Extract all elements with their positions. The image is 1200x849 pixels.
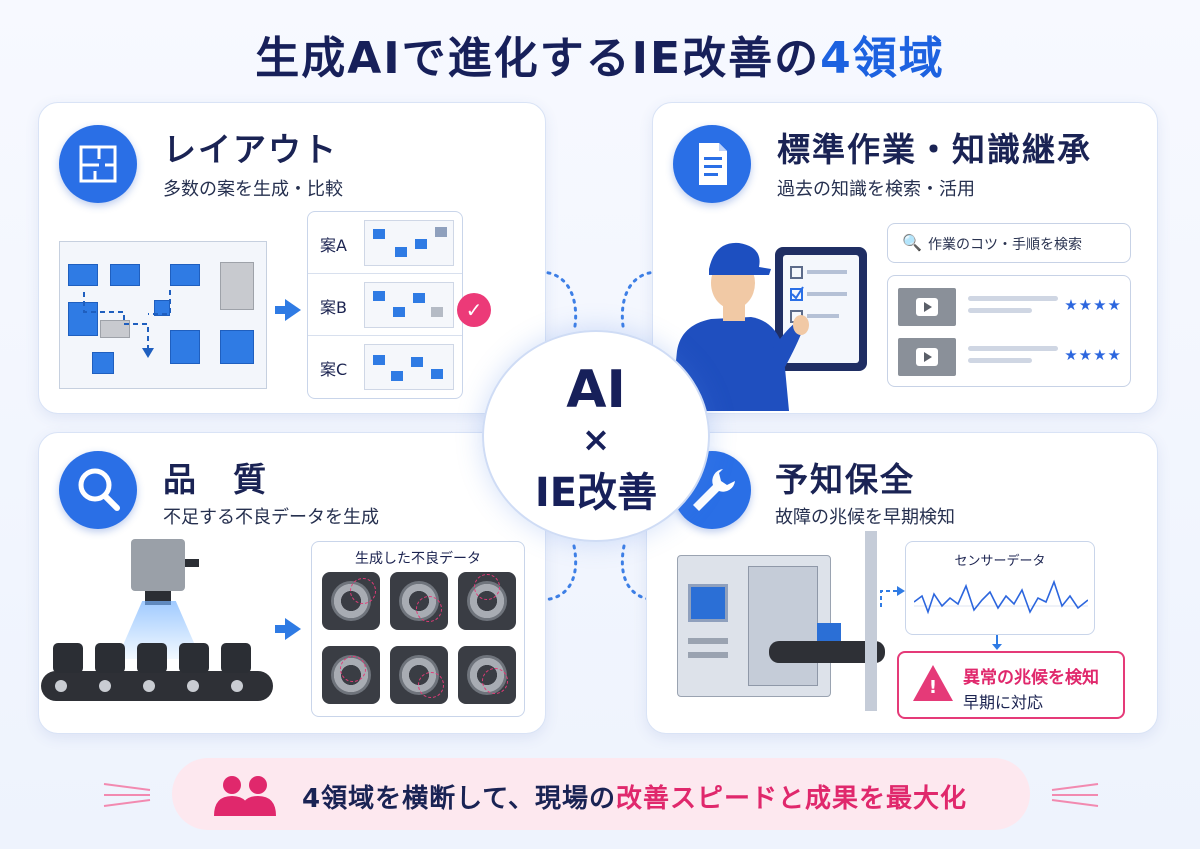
rating-stars: ★★★★ [1064, 346, 1122, 364]
layout-card: レイアウト 多数の案を生成・比較 案A 案B 案C ✓ [38, 102, 546, 414]
quality-subtitle: 不足する不良データを生成 [163, 507, 379, 528]
option-c[interactable]: 案C [308, 336, 462, 398]
option-b-label: 案B [320, 298, 347, 317]
video-item[interactable]: ★★★★ [898, 338, 1122, 376]
document-icon [673, 125, 751, 203]
rating-stars: ★★★★ [1064, 296, 1122, 314]
option-a-label: 案A [320, 236, 347, 255]
search-input[interactable]: 🔍 作業のコツ・手順を検索 [887, 223, 1131, 263]
layout-options: 案A 案B 案C [307, 211, 463, 399]
option-b[interactable]: 案B [308, 274, 462, 336]
right-arrow-icon [285, 299, 301, 321]
anomaly-alert: ! 異常の兆候を検知 早期に対応 [897, 651, 1125, 719]
check-icon: ✓ [457, 293, 491, 327]
warning-mark: ! [928, 677, 938, 698]
sensor-line [914, 579, 1088, 615]
center-times: × [581, 420, 611, 460]
video-item[interactable]: ★★★★ [898, 288, 1122, 326]
floorplan-icon [59, 125, 137, 203]
play-icon [898, 288, 956, 326]
banner-text: 4領域を横断して、現場の改善スピードと成果を最大化 [302, 778, 967, 815]
banner-text-pre: 4領域を横断して、現場の [302, 784, 617, 814]
title-main: 生成AIで進化するIE改善の [255, 33, 821, 84]
conveyor [41, 671, 273, 701]
banner-deco-left [103, 783, 151, 807]
maintenance-subtitle: 故障の兆候を早期検知 [775, 507, 955, 528]
title-accent: 4領域 [820, 33, 945, 84]
right-arrow-icon [285, 618, 301, 640]
summary-banner: 4領域を横断して、現場の改善スピードと成果を最大化 [172, 758, 1030, 830]
quality-card: 品 質 不足する不良データを生成 生成した不良データ [38, 432, 546, 734]
people-icon [214, 776, 276, 816]
banner-deco-right [1051, 783, 1099, 807]
option-a[interactable]: 案A [308, 212, 462, 274]
center-ie: IE改善 [534, 470, 658, 516]
search-placeholder: 作業のコツ・手順を検索 [928, 237, 1082, 253]
knowledge-title: 標準作業・知識継承 [777, 130, 1092, 169]
knowledge-subtitle: 過去の知識を検索・活用 [777, 179, 975, 200]
search-icon: 🔍 [902, 233, 922, 252]
option-c-label: 案C [320, 360, 348, 379]
worker-tablet-illustration [671, 242, 867, 411]
play-icon [898, 338, 956, 376]
center-hub: AI × IE改善 [482, 330, 710, 542]
maintenance-card: 予知保全 故障の兆候を早期検知 センサーデータ ! 異常の兆候を検知 早期に対応 [646, 432, 1158, 734]
defect-panel-title: 生成した不良データ [355, 551, 481, 567]
knowledge-card: 標準作業・知識継承 過去の知識を検索・活用 🔍 作業のコツ・手順を検索 ★★★★ … [652, 102, 1158, 414]
sensor-chart: センサーデータ [905, 541, 1095, 635]
page-title: 生成AIで進化するIE改善の4領域 [0, 22, 1200, 86]
center-ai: AI [566, 360, 626, 420]
magnifier-icon [59, 451, 137, 529]
alert-line1: 異常の兆候を検知 [963, 668, 1099, 688]
maintenance-title: 予知保全 [775, 460, 915, 499]
machine-illustration [677, 555, 831, 697]
alert-line2: 早期に対応 [963, 693, 1044, 712]
layout-title: レイアウト [163, 130, 338, 169]
banner-text-highlight: 改善スピードと成果を最大化 [616, 784, 968, 814]
camera-icon [131, 539, 185, 591]
floor-plan [59, 241, 267, 389]
sensor-title: センサーデータ [954, 554, 1046, 569]
warning-icon [913, 665, 953, 701]
video-list: ★★★★ ★★★★ [887, 275, 1131, 387]
quality-title: 品 質 [163, 460, 268, 499]
connector-top [538, 270, 660, 334]
layout-subtitle: 多数の案を生成・比較 [163, 179, 343, 200]
defect-data-panel: 生成した不良データ [311, 541, 525, 717]
